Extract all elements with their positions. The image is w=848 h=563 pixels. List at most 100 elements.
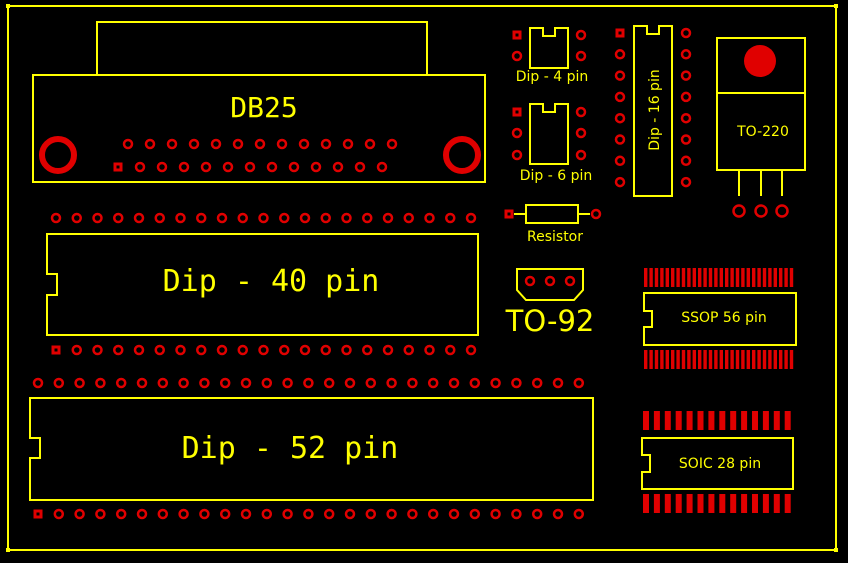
smd-pad	[725, 268, 729, 287]
round-pad	[364, 138, 376, 150]
round-pad	[590, 208, 602, 220]
smd-pad	[741, 268, 745, 287]
smd-pad	[665, 268, 669, 287]
round-pad	[156, 161, 168, 173]
smd-pad	[784, 411, 791, 430]
round-pad	[279, 344, 290, 356]
round-pad	[386, 377, 397, 389]
round-pad	[680, 155, 692, 167]
round-pad	[133, 344, 145, 356]
round-pad	[524, 275, 536, 287]
round-pad	[216, 212, 228, 224]
dip52-pad-group	[32, 377, 585, 520]
round-pad	[244, 161, 256, 173]
round-pad	[552, 377, 564, 389]
round-pad	[424, 344, 435, 356]
round-pad	[680, 176, 692, 188]
round-pad	[154, 212, 165, 224]
corner-marker-br	[834, 548, 838, 552]
round-pad	[445, 344, 456, 356]
smd-pad	[692, 268, 696, 287]
smd-pad	[779, 350, 783, 369]
round-pad	[166, 138, 178, 150]
round-pad	[188, 138, 200, 150]
ssop56-pad-group	[644, 268, 794, 369]
round-pad	[564, 275, 576, 287]
round-pad	[680, 134, 692, 145]
smd-pad	[649, 350, 653, 369]
to92-footprint: TO-92	[505, 268, 594, 338]
db25-body	[32, 74, 486, 183]
round-pad	[196, 344, 207, 356]
smd-pad	[757, 350, 761, 369]
smd-pad	[698, 350, 702, 369]
round-pad	[232, 138, 244, 150]
round-pad	[531, 508, 543, 520]
smd-pad	[741, 494, 748, 513]
round-pad	[258, 212, 269, 224]
round-pad	[403, 212, 414, 224]
smd-pad	[789, 268, 794, 287]
corner-marker-tl	[6, 4, 10, 8]
round-pad	[240, 377, 252, 389]
dip4-label: Dip - 4 pin	[516, 69, 589, 85]
round-pad	[279, 212, 290, 224]
round-pad	[732, 204, 746, 218]
round-pad	[254, 138, 266, 150]
dip6-footprint: Dip - 6 pin	[511, 103, 592, 184]
db25-mount-hole-left	[39, 136, 77, 174]
round-pad	[365, 377, 377, 389]
smd-pad	[768, 350, 772, 369]
smd-pad	[671, 268, 675, 287]
round-pad	[362, 344, 373, 356]
db25-footprint: DB25	[32, 21, 486, 183]
round-pad	[144, 138, 156, 150]
round-pad	[407, 508, 418, 520]
round-pad	[178, 161, 190, 173]
smd-pad	[746, 268, 750, 287]
round-pad	[573, 377, 585, 389]
round-pad	[382, 344, 394, 356]
round-pad	[575, 127, 587, 139]
round-pad	[365, 508, 377, 520]
smd-pad	[687, 350, 691, 369]
to220-mount-hole	[744, 45, 776, 77]
smd-pad	[644, 268, 648, 287]
smd-pad	[735, 268, 740, 287]
smd-pad	[719, 268, 723, 287]
smd-pad	[643, 494, 649, 513]
smd-pad	[654, 268, 659, 287]
db25-label: DB25	[230, 91, 297, 124]
smd-pad	[752, 494, 758, 513]
round-pad	[544, 275, 556, 287]
round-pad	[178, 377, 189, 389]
round-pad	[448, 508, 460, 520]
round-pad	[354, 161, 366, 173]
square-pad-drill	[618, 31, 622, 35]
db25-shell	[96, 21, 428, 76]
db25-mount-hole-right	[443, 136, 481, 174]
square-pad-drill	[507, 212, 511, 216]
round-pad	[71, 344, 82, 356]
smd-pad	[703, 268, 707, 287]
smd-pad	[746, 350, 750, 369]
round-pad	[219, 377, 231, 389]
dip16-label: Dip - 16 pin	[647, 69, 663, 150]
smd-pad	[752, 411, 758, 430]
smd-pad	[649, 268, 653, 287]
round-pad	[511, 508, 522, 520]
round-pad	[115, 377, 127, 389]
round-pad	[113, 344, 124, 356]
round-pad	[53, 377, 65, 389]
round-pad	[210, 138, 222, 150]
round-pad	[261, 377, 273, 389]
round-pad	[424, 212, 435, 224]
smd-pad	[789, 350, 794, 369]
smd-pad	[719, 494, 726, 513]
smd-pad	[697, 411, 704, 430]
round-pad	[680, 91, 692, 103]
smd-pad	[773, 350, 777, 369]
round-pad	[469, 377, 481, 389]
smd-pad	[757, 268, 761, 287]
square-pad-drill	[116, 165, 120, 169]
